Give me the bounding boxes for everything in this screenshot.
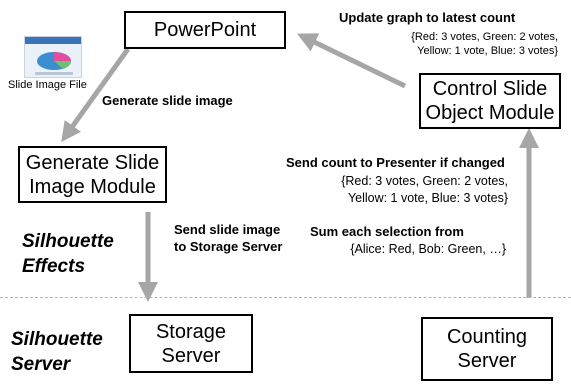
silhouette-effects-line-1: Silhouette [22, 231, 114, 252]
powerpoint-box: PowerPoint [124, 11, 286, 49]
counting-server-box: Counting Server [421, 317, 553, 381]
send-slide-image-line-2: to Storage Server [174, 239, 283, 254]
slide-image-thumbnail-icon [24, 36, 82, 78]
arrow-control-to-powerpoint [297, 33, 407, 89]
generate-slide-image-module-box: Generate Slide Image Module [18, 146, 167, 203]
send-slide-image-label: Send slide image to Storage Server [174, 221, 282, 255]
counting-server-line-1: Counting [446, 326, 528, 348]
storage-server-line-2: Server [161, 344, 221, 367]
silhouette-server-label: Silhouette Server [11, 327, 103, 377]
slide-image-file-caption: Slide Image File [8, 79, 87, 91]
silhouette-server-line-2: Server [11, 354, 71, 375]
pie-chart-icon [35, 52, 73, 75]
update-graph-label: Update graph to latest count [339, 10, 516, 25]
control-slide-object-module-box: Control Slide Object Module [419, 73, 561, 129]
generate-slide-line-1: Generate Slide [25, 151, 160, 174]
control-slide-line-2: Object Module [425, 102, 555, 124]
arrow-powerpoint-to-generate [61, 47, 131, 143]
powerpoint-label: PowerPoint [153, 19, 257, 41]
send-count-label: Send count to Presenter if changed [286, 155, 505, 170]
sum-selection-label: Sum each selection from [310, 224, 464, 239]
control-slide-line-1: Control Slide [432, 78, 548, 100]
silhouette-effects-line-2: Effects [22, 256, 86, 277]
counting-server-line-2: Server [457, 350, 517, 372]
silhouette-server-line-1: Silhouette [11, 329, 103, 350]
slide-title-bar [25, 37, 81, 44]
send-count-counts-line-2: Yellow: 1 vote, Blue: 3 votes} [347, 191, 508, 205]
storage-server-box: Storage Server [129, 314, 253, 373]
sum-selection-detail: {Alice: Red, Bob: Green, …} [350, 242, 506, 256]
generate-slide-line-2: Image Module [29, 175, 156, 198]
tier-divider [0, 297, 571, 298]
send-slide-image-line-1: Send slide image [174, 222, 281, 237]
update-graph-counts-line-1: {Red: 3 votes, Green: 2 votes, [411, 31, 558, 43]
update-graph-counts-line-2: Yellow: 1 vote, Blue: 3 votes} [417, 45, 558, 57]
send-count-counts-line-1: {Red: 3 votes, Green: 2 votes, [341, 174, 508, 188]
send-count-counts: {Red: 3 votes, Green: 2 votes, Yellow: 1… [341, 173, 508, 207]
silhouette-effects-label: Silhouette Effects [22, 229, 114, 279]
storage-server-line-1: Storage [155, 320, 227, 343]
generate-slide-image-label: Generate slide image [102, 93, 233, 108]
update-graph-counts: {Red: 3 votes, Green: 2 votes, Yellow: 1… [411, 30, 558, 58]
